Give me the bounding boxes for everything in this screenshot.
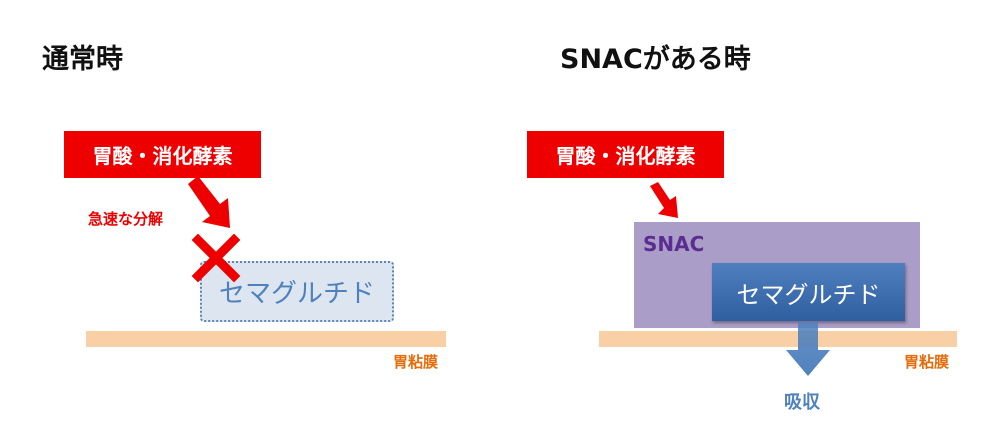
right-gastric-mucosa-label: 胃粘膜 xyxy=(904,353,950,371)
x-mark-icon xyxy=(191,233,241,283)
acid-arrow-icon xyxy=(650,182,678,218)
left-acid-enzyme-box: 胃酸・消化酵素 xyxy=(64,131,261,178)
snac-label: SNAC xyxy=(643,232,705,256)
right-semaglutide-box: セマグルチド xyxy=(712,263,905,321)
right-heading: SNACがある時 xyxy=(560,44,751,75)
rapid-degradation-label: 急速な分解 xyxy=(88,210,164,228)
right-acid-enzyme-box: 胃酸・消化酵素 xyxy=(527,131,724,178)
absorption-label: 吸収 xyxy=(784,392,820,413)
absorption-arrow-icon xyxy=(786,322,830,376)
left-gastric-mucosa-bar xyxy=(86,331,446,347)
right-gastric-mucosa-bar xyxy=(599,331,957,347)
left-heading: 通常時 xyxy=(42,44,123,75)
left-gastric-mucosa-label: 胃粘膜 xyxy=(393,353,439,371)
degradation-arrow-icon xyxy=(188,176,230,228)
